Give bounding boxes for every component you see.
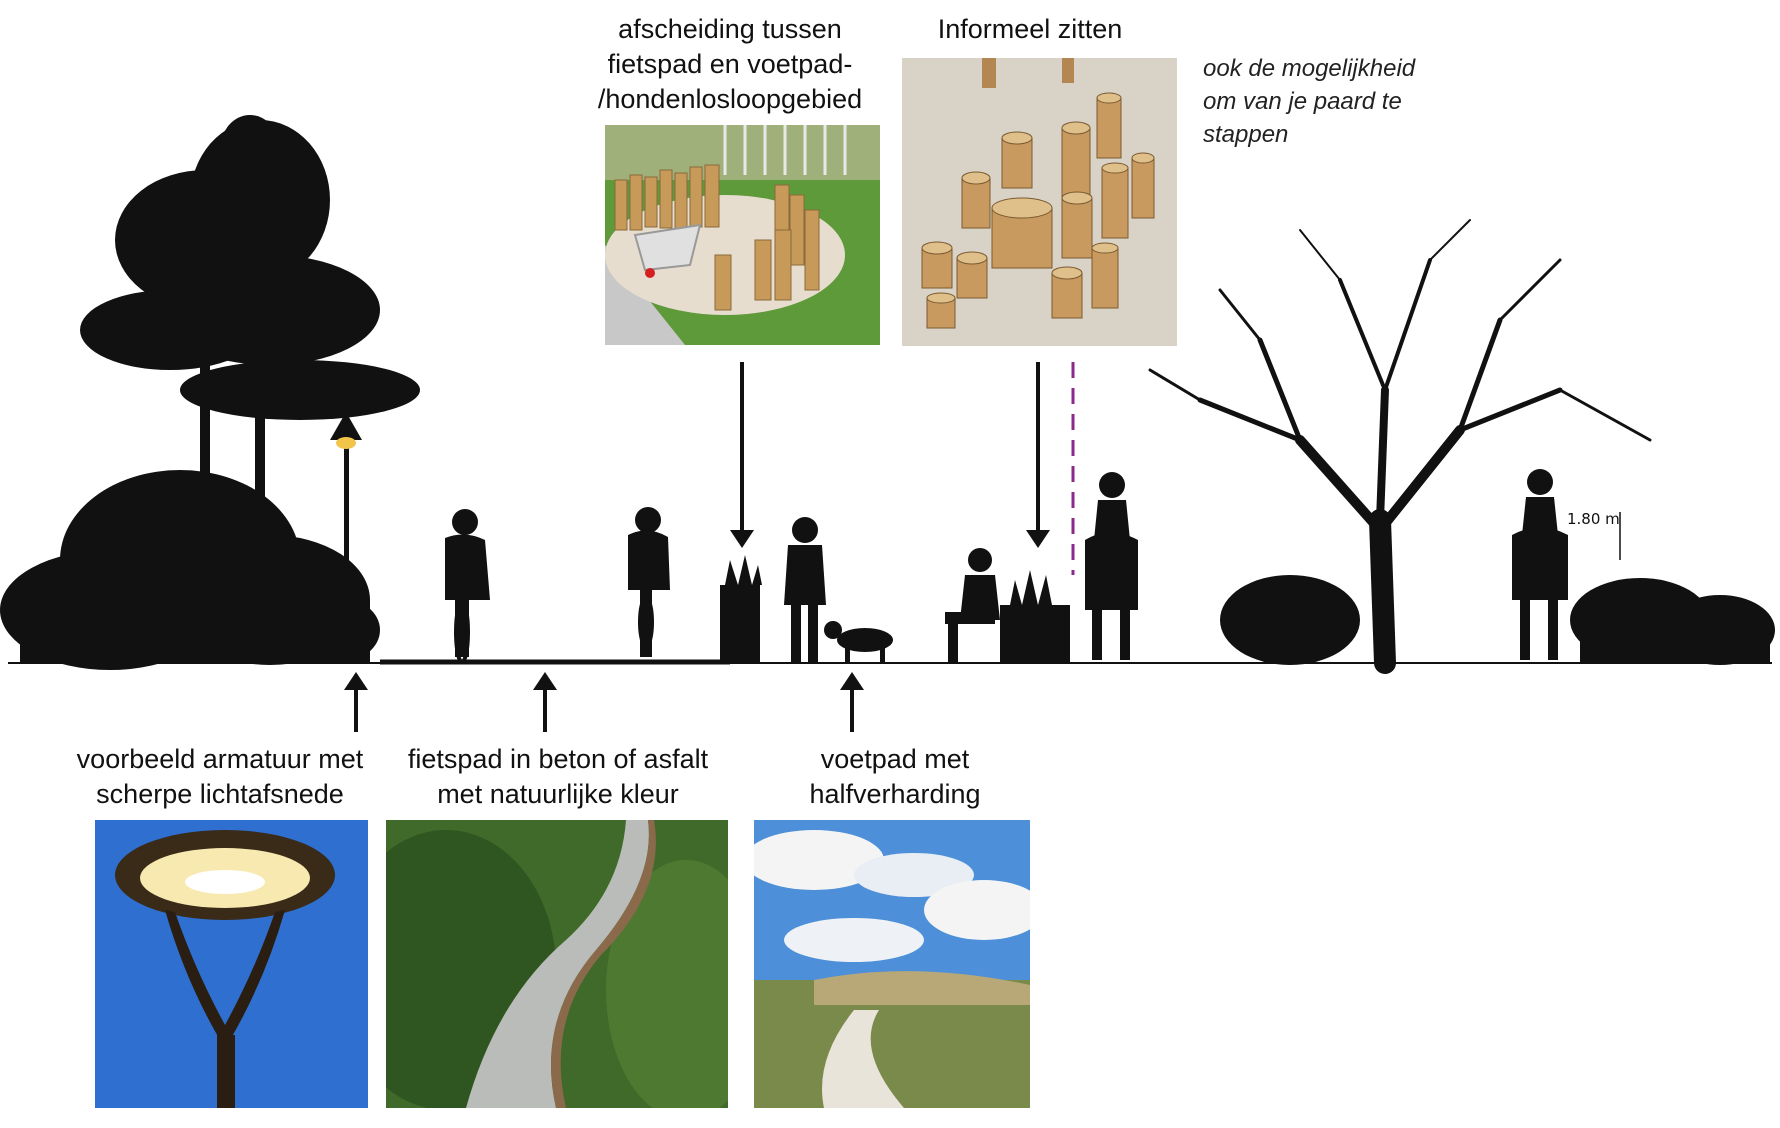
bush-right-icon	[1220, 575, 1775, 665]
dog-icon	[824, 621, 893, 663]
semi-paved-footpath-photo	[754, 820, 1030, 1108]
deciduous-tree-icon	[1148, 219, 1652, 674]
luminaire-photo	[95, 820, 368, 1108]
cyclist-icon	[628, 507, 670, 657]
wooden-stumps-seating-photo	[902, 58, 1177, 346]
bench-sitter-icon	[945, 548, 1000, 663]
concrete-bike-path-photo	[386, 820, 728, 1108]
planter-barrier-icon	[720, 555, 762, 663]
arrow-down-icon	[1026, 362, 1050, 548]
horse-rider-icon	[1085, 472, 1138, 660]
bush-left-icon	[0, 470, 380, 670]
foot-path-label: voetpad met halfverharding	[809, 744, 981, 809]
arrow-up-icon	[840, 672, 864, 732]
height-label: 1.80 m	[1567, 510, 1620, 528]
seating-blocks-icon	[1000, 570, 1070, 663]
cyclist-icon	[445, 509, 490, 664]
arrow-up-icon	[344, 672, 368, 732]
pedestrian-icon	[784, 517, 826, 662]
wooden-pole-barrier-photo	[605, 125, 880, 345]
horse-note-label: ook de mogelijkheid om van je paard te s…	[1203, 55, 1416, 148]
arrow-down-icon	[730, 362, 754, 548]
separation-label: afscheiding tussen fietspad en voetpad- …	[597, 14, 863, 114]
arrow-up-icon	[533, 672, 557, 732]
street-lamp-icon	[330, 412, 362, 663]
luminaire-label: voorbeeld armatuur met scherpe lichtafsn…	[76, 744, 364, 809]
seating-label: Informeel zitten	[937, 14, 1123, 44]
horse-rider-icon	[1512, 469, 1568, 660]
bike-path-label: fietspad in beton of asfalt met natuurli…	[407, 744, 709, 809]
